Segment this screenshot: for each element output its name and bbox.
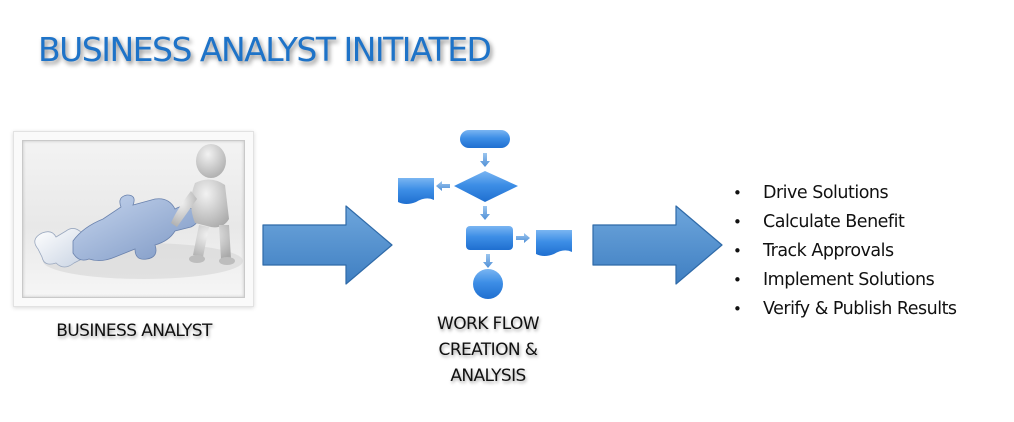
slide-title: BUSINESS ANALYST INITIATED bbox=[38, 30, 492, 69]
right-arrow-icon bbox=[592, 205, 723, 285]
flow-arrow-left bbox=[436, 181, 450, 191]
bullet-icon: • bbox=[733, 300, 742, 318]
flowchart-start-terminator bbox=[460, 130, 510, 148]
flow-arrow-down bbox=[483, 254, 493, 268]
workflow-caption: WORK FLOW CREATION & ANALYSIS bbox=[398, 311, 578, 389]
outcome-item: • Implement Solutions bbox=[733, 266, 957, 295]
business-analyst-image-frame bbox=[13, 131, 254, 307]
business-analyst-caption: BUSINESS ANALYST bbox=[56, 321, 212, 341]
flow-arrow-down bbox=[480, 206, 490, 220]
outcome-item: • Calculate Benefit bbox=[733, 208, 957, 237]
workflow-caption-line-1: WORK FLOW bbox=[437, 314, 540, 334]
figure-legs bbox=[193, 225, 231, 259]
flowchart-process-box bbox=[466, 226, 513, 250]
business-analyst-image bbox=[22, 140, 245, 298]
outcome-item: • Drive Solutions bbox=[733, 179, 957, 208]
flowchart-end-circle bbox=[473, 269, 503, 299]
figure-head bbox=[196, 144, 226, 178]
figure-foot-right bbox=[219, 257, 235, 265]
outcome-label: Calculate Benefit bbox=[763, 212, 905, 232]
figure-foot-left bbox=[189, 255, 205, 263]
workflow-caption-line-3: ANALYSIS bbox=[450, 366, 526, 386]
figure-arm bbox=[171, 191, 197, 227]
outcome-label: Implement Solutions bbox=[763, 270, 935, 290]
bullet-icon: • bbox=[733, 242, 742, 260]
outcome-item: • Track Approvals bbox=[733, 237, 957, 266]
outcome-label: Verify & Publish Results bbox=[763, 299, 957, 319]
flow-arrow-right bbox=[516, 233, 530, 243]
workflow-caption-line-2: CREATION & bbox=[438, 340, 538, 360]
bullet-icon: • bbox=[733, 271, 742, 289]
flow-arrow-down bbox=[480, 153, 490, 167]
flowchart-decision-diamond bbox=[454, 171, 518, 202]
right-arrow-icon bbox=[262, 205, 393, 285]
flowchart-illustration bbox=[398, 130, 572, 299]
bullet-icon: • bbox=[733, 213, 742, 231]
flowchart-document-left bbox=[398, 178, 434, 204]
outcome-label: Drive Solutions bbox=[763, 183, 889, 203]
figure-body bbox=[191, 179, 229, 228]
outcome-label: Track Approvals bbox=[763, 241, 894, 261]
outcome-item: • Verify & Publish Results bbox=[733, 295, 957, 324]
flowchart-document-right bbox=[536, 230, 572, 256]
person-puzzle-illustration bbox=[34, 144, 243, 279]
outcomes-list: • Drive Solutions • Calculate Benefit • Tra… bbox=[733, 179, 957, 324]
bullet-icon: • bbox=[733, 184, 742, 202]
